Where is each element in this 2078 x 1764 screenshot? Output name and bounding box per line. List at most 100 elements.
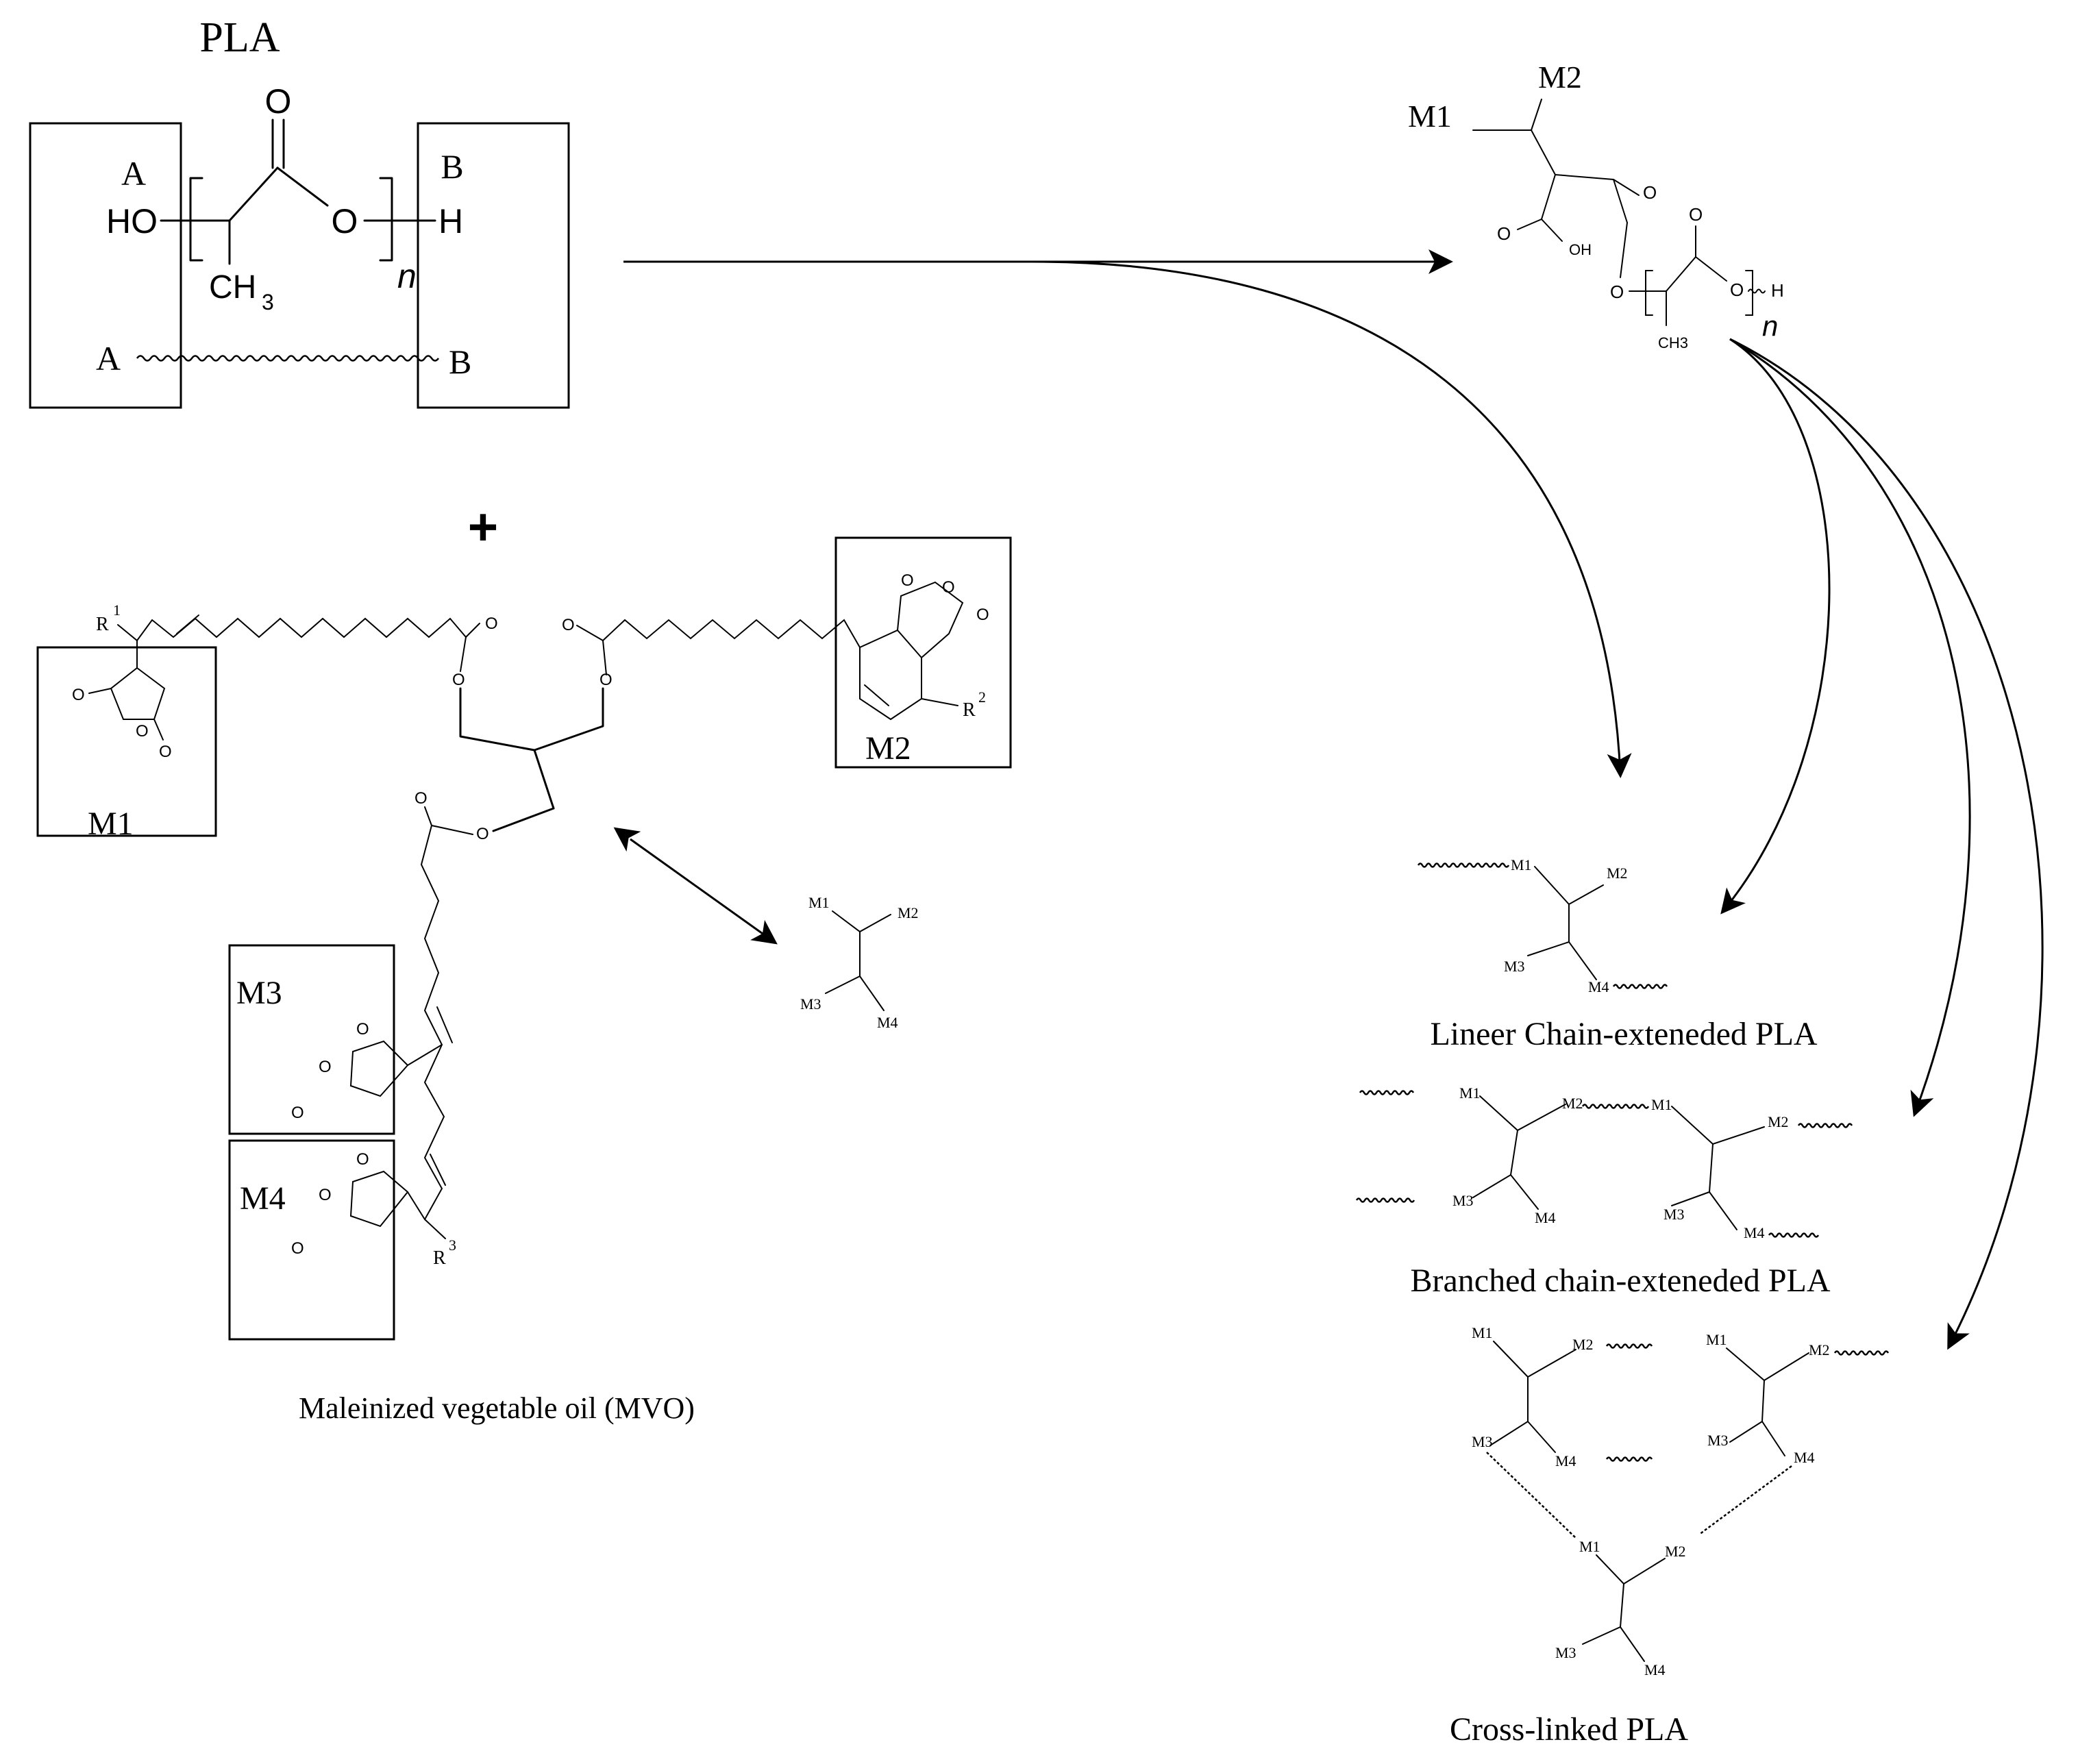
- svg-text:M1: M1: [808, 894, 830, 911]
- ester-o-label: O: [332, 202, 358, 240]
- svg-text:M3: M3: [1472, 1433, 1493, 1450]
- svg-text:M2: M2: [1809, 1341, 1830, 1358]
- equivalence-arrow: [613, 827, 778, 945]
- carbonyl-o-label: O: [265, 82, 292, 121]
- svg-text:O: O: [942, 578, 955, 597]
- svg-text:O: O: [319, 1186, 332, 1204]
- plus-sign: +: [468, 498, 498, 556]
- mvo-structure: M1 M2 M3 M4 R 1 O O O O O O O O O O: [36, 536, 1012, 1425]
- crosslinked-product: M1 M2 M1 M2 M3 M4 M3 M4 M1 M2 M3 M4 Cros…: [1450, 1324, 1890, 1748]
- svg-text:n: n: [1762, 310, 1778, 342]
- chain-end-b: B: [449, 343, 471, 381]
- svg-text:R: R: [433, 1247, 446, 1269]
- svg-text:3: 3: [262, 290, 274, 314]
- svg-text:M4: M4: [877, 1014, 898, 1031]
- svg-text:H: H: [1771, 280, 1784, 301]
- svg-text:CH3: CH3: [1658, 334, 1688, 351]
- svg-text:3: 3: [449, 1237, 456, 1254]
- svg-text:O: O: [291, 1104, 304, 1122]
- svg-text:M4: M4: [1588, 978, 1609, 995]
- svg-text:O: O: [159, 743, 172, 761]
- svg-text:M1: M1: [1706, 1331, 1727, 1348]
- svg-text:M2: M2: [1665, 1543, 1686, 1560]
- m1-box: [36, 646, 217, 837]
- arrow-to-linear: [1027, 260, 1632, 778]
- svg-text:M2: M2: [1768, 1113, 1789, 1130]
- branched-caption: Branched chain-exteneded PLA: [1410, 1263, 1830, 1299]
- svg-text:M1: M1: [1511, 856, 1532, 873]
- svg-text:2: 2: [978, 688, 986, 706]
- svg-text:O: O: [976, 606, 989, 624]
- svg-text:O: O: [452, 671, 465, 689]
- svg-text:O: O: [901, 571, 914, 590]
- m3-label: M3: [236, 975, 282, 1011]
- svg-text:M3: M3: [800, 995, 821, 1013]
- m4-box: [228, 1139, 395, 1341]
- chain-end-a: A: [96, 339, 121, 377]
- svg-text:M1: M1: [1472, 1324, 1493, 1341]
- svg-text:O: O: [476, 825, 489, 843]
- linear-caption: Lineer Chain-exteneded PLA: [1430, 1016, 1817, 1052]
- linear-product: M1 M2 M3 M4 Lineer Chain-exteneded PLA: [1417, 856, 1818, 1052]
- svg-text:M3: M3: [1707, 1432, 1729, 1449]
- svg-text:O: O: [485, 614, 498, 633]
- svg-text:M3: M3: [1452, 1192, 1474, 1209]
- svg-text:O: O: [356, 1020, 369, 1039]
- grafted-structure: M2 M1 O OH O O CH3 O O H n: [1408, 60, 1784, 351]
- svg-text:M2: M2: [1562, 1095, 1583, 1112]
- end-group-b-box: [417, 122, 570, 409]
- svg-text:R: R: [96, 614, 109, 635]
- svg-text:M1: M1: [1459, 1084, 1481, 1102]
- methyl-label: CH: [209, 269, 256, 306]
- svg-text:M4: M4: [1535, 1209, 1556, 1226]
- svg-text:R: R: [963, 699, 976, 721]
- svg-text:M2: M2: [1607, 865, 1628, 882]
- end-group-a-box: [29, 122, 182, 409]
- svg-text:M4: M4: [1644, 1661, 1666, 1678]
- svg-text:M2: M2: [898, 904, 919, 921]
- svg-text:M4: M4: [1744, 1224, 1765, 1241]
- mvo-caption: Maleinized vegetable oil (MVO): [299, 1391, 695, 1425]
- m3-box: [228, 944, 395, 1135]
- hydroxyl: OH: [1569, 241, 1592, 258]
- svg-text:M4: M4: [1555, 1452, 1576, 1469]
- svg-text:M4: M4: [1794, 1449, 1815, 1466]
- arrow-to-branched: [1729, 338, 1971, 1117]
- pla-chain-wavy: [136, 355, 440, 362]
- svg-text:O: O: [1610, 282, 1624, 302]
- left-bracket: [189, 177, 203, 262]
- repeat-n-label: n: [397, 257, 417, 295]
- m4-label: M4: [240, 1180, 286, 1217]
- svg-text:O: O: [72, 686, 85, 704]
- end-a-label: A: [121, 154, 146, 192]
- svg-text:O: O: [1730, 279, 1744, 300]
- svg-text:M3: M3: [1663, 1206, 1685, 1223]
- svg-text:M1: M1: [1579, 1538, 1600, 1555]
- svg-text:O: O: [319, 1058, 332, 1076]
- svg-text:M3: M3: [1555, 1644, 1576, 1661]
- svg-text:O: O: [415, 789, 428, 808]
- svg-text:O: O: [562, 616, 575, 634]
- m1-label: M1: [88, 806, 134, 842]
- svg-text:1: 1: [113, 601, 121, 619]
- svg-text:O: O: [1497, 223, 1511, 244]
- crosslinked-caption: Cross-linked PLA: [1450, 1711, 1688, 1748]
- svg-text:O: O: [599, 671, 613, 689]
- grafted-m1: M1: [1408, 99, 1452, 134]
- svg-text:O: O: [1643, 182, 1657, 203]
- arrow-to-crosslinked: [1729, 338, 2044, 1350]
- svg-text:O: O: [136, 722, 149, 741]
- branched-product: M1 M2 M1 M3 M4 M2 M3 M4 Branched chain-e…: [1355, 1084, 1853, 1299]
- svg-text:O: O: [291, 1239, 304, 1258]
- pla-title: PLA: [199, 14, 280, 61]
- svg-text:O: O: [356, 1150, 369, 1169]
- svg-text:O: O: [1689, 204, 1703, 225]
- m2-label: M2: [865, 730, 911, 767]
- svg-text:M3: M3: [1504, 958, 1525, 975]
- terminal-h-label: H: [438, 202, 463, 240]
- pla-structure: PLA A B HO CH 3 O O H n A B: [29, 14, 570, 409]
- end-b-label: B: [441, 147, 463, 186]
- mvo-schematic: M1 M2 M3 M4: [800, 894, 919, 1031]
- grafted-m2: M2: [1538, 60, 1582, 95]
